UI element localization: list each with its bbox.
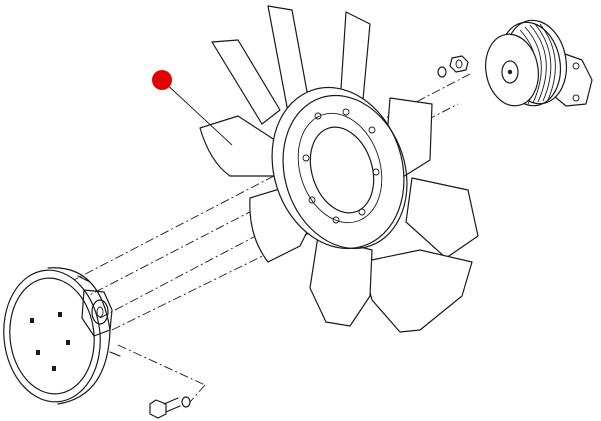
nut (449, 55, 469, 73)
fan-blade (405, 177, 479, 259)
viscous-fan-clutch (3, 267, 121, 405)
bolt (149, 397, 181, 419)
washer (181, 396, 191, 408)
washer (437, 66, 447, 78)
fan-blade (361, 249, 473, 333)
fan-blade (309, 235, 373, 327)
fan-hub (271, 86, 408, 250)
water-pump-pulley (485, 19, 593, 107)
fan-blade-assembly (199, 5, 479, 333)
callout-dot (152, 70, 172, 90)
fan-blade (211, 39, 281, 125)
callout-marker (152, 70, 233, 146)
